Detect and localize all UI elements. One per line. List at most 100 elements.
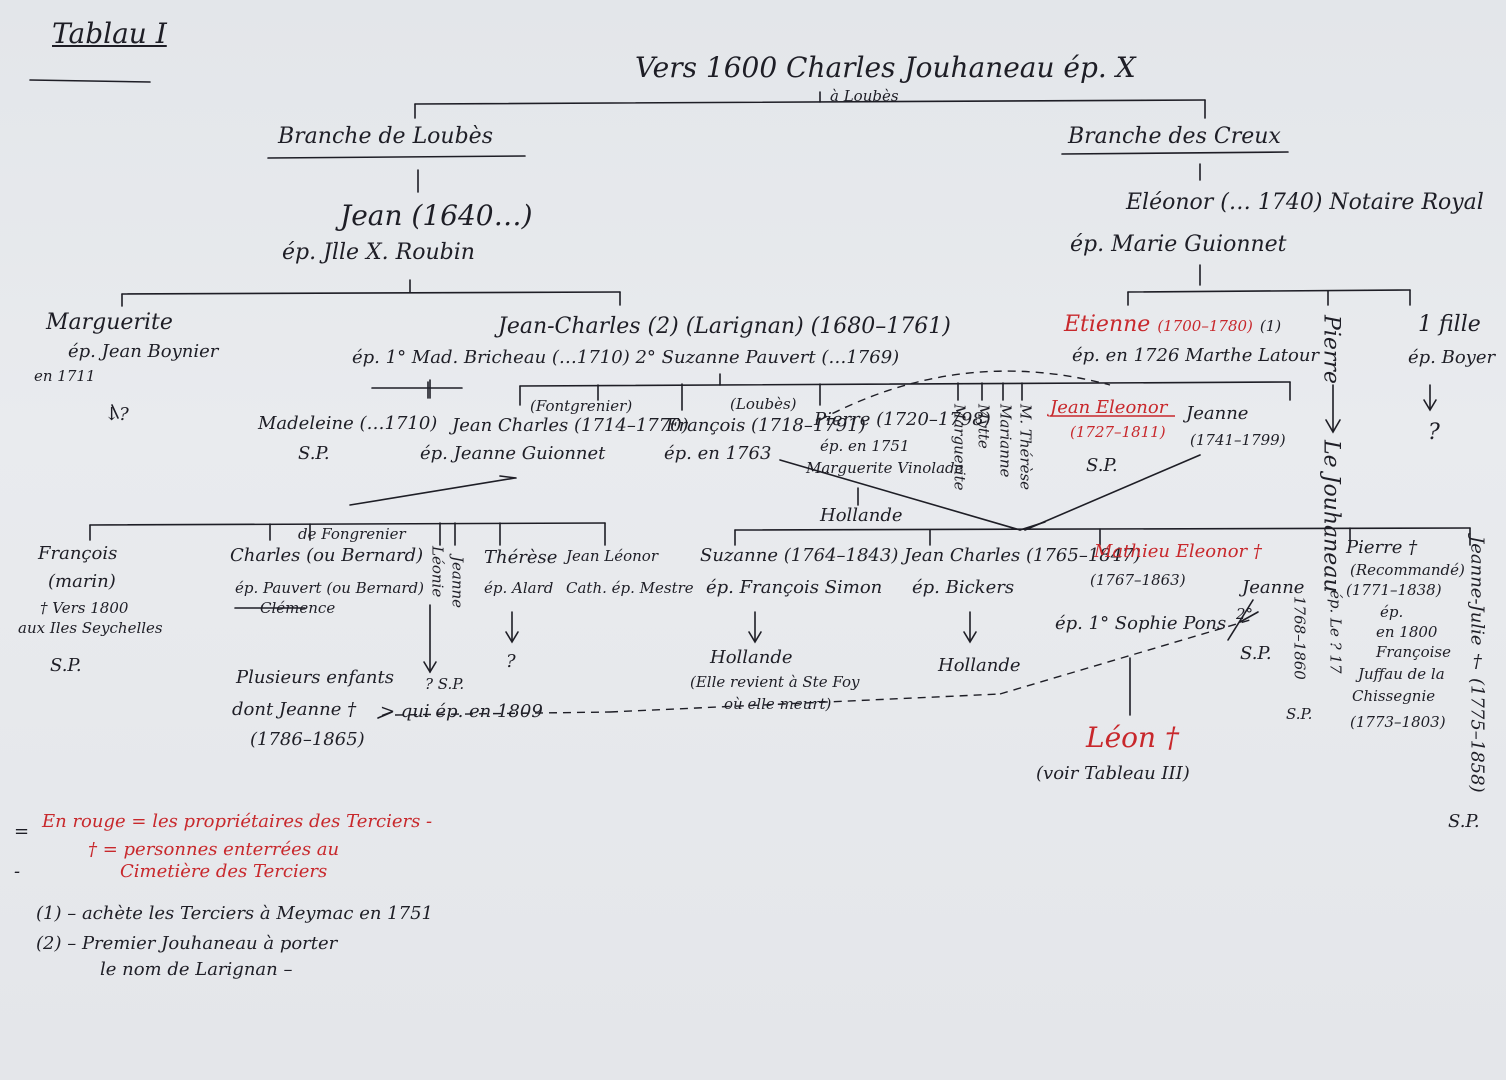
- jeanne-julie: Jeanne-Julie † (1775–1858): [1466, 536, 1488, 793]
- sp-question: ? S.P.: [425, 675, 465, 693]
- etienne-spouse: ép. en 1726 Marthe Latour: [1072, 345, 1320, 366]
- jeanne4-sp: S.P.: [1240, 643, 1272, 664]
- jeanne-julie-sp: S.P.: [1448, 811, 1480, 832]
- jean-charles-spouses: ép. 1° Mad. Bricheau (…1710) 2° Suzanne …: [352, 347, 900, 368]
- charles4-title: de Fongrenier: [298, 525, 406, 543]
- jean-eleonor-sp: S.P.: [1086, 455, 1118, 476]
- francois-name: François (1718–1791): [666, 415, 866, 436]
- madeleine-name: Madeleine (…1710): [258, 413, 438, 434]
- mathieu-second: 2°: [1236, 605, 1254, 623]
- note-1: (1) – achète les Terciers à Meymac en 17…: [36, 903, 433, 924]
- marguerite-arrow: ↓?: [104, 404, 129, 425]
- pierre-branch: Pierre: [1318, 315, 1344, 384]
- jean-eleonor-dates: (1727–1811): [1070, 423, 1166, 441]
- jean-spouse: ép. Jlle X. Roubin: [282, 240, 475, 265]
- jean-leonor-spouse: Cath. ép. Mestre: [566, 579, 694, 597]
- therese-spouse: ép. Alard: [484, 579, 554, 597]
- pierre4-label: Pierre †: [1346, 537, 1418, 558]
- pierre4-spouse1: Françoise: [1376, 643, 1451, 661]
- legend-cross: † = personnes enterrées au: [88, 839, 340, 861]
- qui-epouse: > qui ép. en 1809: [380, 701, 543, 722]
- mathieu-dates: (1767–1863): [1090, 571, 1186, 589]
- francois4-death: † Vers 1800: [40, 599, 129, 617]
- mathieu-name: Mathieu Eleonor †: [1094, 541, 1262, 562]
- jean-name: Jean (1640…): [340, 199, 533, 232]
- leonie: Léonie: [428, 546, 447, 598]
- mathieu-spouse: ép. 1° Sophie Pons: [1055, 613, 1227, 634]
- francois4-sp: S.P.: [50, 655, 82, 676]
- madeleine-sp: S.P.: [298, 443, 330, 464]
- francois-marriage: ép. en 1763: [664, 443, 772, 464]
- pierre3-spouse: Marguerite Vinolade: [806, 459, 964, 477]
- charles4-name: Charles (ou Bernard): [230, 545, 424, 566]
- legend-red-ink: En rouge = les propriétaires des Tercier…: [42, 811, 433, 832]
- francois4-marin: (marin): [48, 571, 116, 592]
- pierre4-vert: ép. Le ? 17: [1326, 590, 1345, 674]
- pierre4-name: Pierre †: [1346, 537, 1418, 559]
- jean-charles-name: Jean-Charles (2) (Larignan) (1680–1761): [498, 314, 951, 339]
- dont-jeanne: dont Jeanne †: [232, 699, 357, 720]
- eleonor-spouse: ép. Marie Guionnet: [1070, 232, 1287, 257]
- mytte: Mytte: [974, 404, 993, 449]
- francois4-place: aux Iles Seychelles: [18, 619, 163, 637]
- fille-spouse: ép. Boyer: [1408, 347, 1496, 368]
- branch-creux: Branche des Creux: [1068, 124, 1281, 149]
- legend-cross-symbol: † = personnes enterrées au: [88, 839, 340, 860]
- jean-leonor-name: Jean Léonor: [566, 547, 658, 565]
- jean-eleonor-name: Jean Eleonor: [1050, 397, 1168, 418]
- francois-place: (Loubès): [730, 395, 797, 413]
- pierre4-dates: (1771–1838): [1346, 581, 1442, 599]
- note-2: (2) – Premier Jouhaneau à porter: [36, 933, 338, 954]
- legend-bullet-1: =: [14, 821, 30, 842]
- root-ancestor: Vers 1600 Charles Jouhaneau ép. X: [635, 51, 1136, 84]
- jc3-hollande: Hollande: [938, 655, 1021, 676]
- pierre4-year: en 1800: [1376, 623, 1438, 641]
- suzanne-note2: où elle meurt): [724, 695, 832, 713]
- suzanne-name: Suzanne (1764–1843): [700, 545, 899, 566]
- le-jouhaneau: Le Jouhaneau: [1318, 440, 1344, 593]
- charles4-spouse: ép. Pauvert (ou Bernard): [235, 579, 424, 597]
- pierre4-note: (Recommandé): [1350, 561, 1465, 579]
- sheet-title: Tablau I: [52, 17, 167, 50]
- fille-unknown: ?: [1428, 420, 1440, 445]
- fille-name: 1 fille: [1418, 312, 1481, 337]
- jeanne4-vert: Jeanne: [448, 556, 467, 609]
- jc2-title: (Fontgrenier): [530, 397, 633, 415]
- legend-cemetery: Cimetière des Terciers: [120, 861, 328, 882]
- jc3-name: Jean Charles (1765–1847): [904, 545, 1141, 566]
- etienne-dates: (1700–1780): [1157, 317, 1253, 335]
- jeanne-dates: (1786–1865): [250, 729, 365, 750]
- jc3-spouse: ép. Bickers: [912, 577, 1015, 598]
- marianne: Marianne: [996, 404, 1015, 478]
- suzanne-spouse: ép. François Simon: [706, 577, 883, 598]
- etienne-block: Etienne (1700–1780) (1): [1064, 312, 1281, 337]
- branch-loubes: Branche de Loubès: [278, 124, 493, 149]
- jc2-name: Jean Charles (1714–1770): [452, 415, 689, 436]
- pierre4-spouse-dates: (1773–1803): [1350, 713, 1446, 731]
- jc2-spouse: ép. Jeanne Guionnet: [420, 443, 606, 464]
- jeanne4-sp2: S.P.: [1286, 705, 1313, 723]
- jeanne4-name: Jeanne: [1242, 577, 1305, 598]
- pierre4-spouse3: Chissegnie: [1352, 687, 1436, 705]
- pierre3-hollande: Hollande: [820, 505, 903, 526]
- note-3: le nom de Larignan –: [100, 959, 293, 980]
- therese-unknown: ?: [506, 651, 516, 672]
- leon-name: Léon †: [1086, 721, 1179, 754]
- leon-reference: (voir Tableau III): [1036, 763, 1190, 784]
- pierre4-spouse2: Juffau de la: [1358, 665, 1445, 683]
- charles4-clemence: Clémence: [260, 599, 336, 617]
- pierre3-marriage: ép. en 1751: [820, 437, 910, 455]
- marguerite-name: Marguerite: [46, 310, 173, 335]
- suzanne-note1: (Elle revient à Ste Foy: [690, 673, 860, 691]
- m-therese: M. Thérèse: [1016, 404, 1035, 491]
- marguerite-spouse: ép. Jean Boynier: [68, 341, 219, 362]
- eleonor-name: Eléonor (… 1740) Notaire Royal: [1126, 190, 1484, 215]
- marguerite-year: en 1711: [34, 367, 96, 385]
- therese-name: Thérèse: [484, 547, 558, 568]
- plusieurs-enfants: Plusieurs enfants: [236, 667, 394, 688]
- etienne-name: Etienne: [1064, 312, 1151, 337]
- marguerite3: Marguerite: [950, 404, 969, 491]
- suzanne-hollande: Hollande: [710, 647, 793, 668]
